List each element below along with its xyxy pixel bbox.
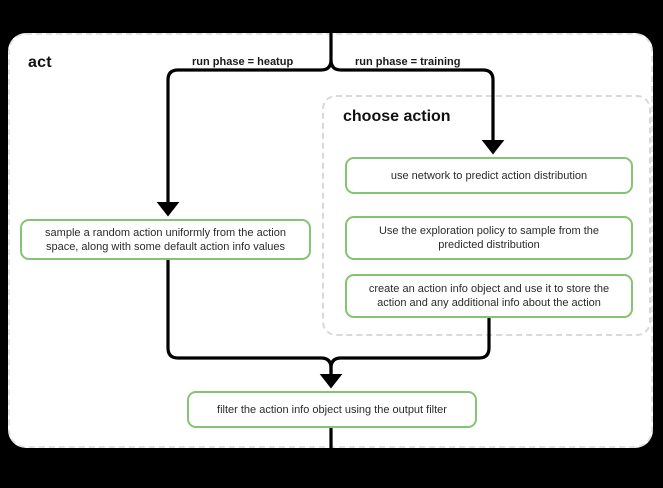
edge-label-training: run phase = training <box>355 56 461 68</box>
node-create-action-info[interactable]: create an action info object and use it … <box>345 274 633 318</box>
node-heatup-sample-action[interactable]: sample a random action uniformly from th… <box>20 219 311 260</box>
edge-label-heatup: run phase = heatup <box>192 56 294 68</box>
act-container-title: act <box>28 54 52 71</box>
choose-action-container-title: choose action <box>343 108 451 125</box>
node-filter-action-info[interactable]: filter the action info object using the … <box>187 391 477 428</box>
node-use-network-predict[interactable]: use network to predict action distributi… <box>345 157 633 194</box>
node-exploration-policy-sample[interactable]: Use the exploration policy to sample fro… <box>345 216 633 260</box>
